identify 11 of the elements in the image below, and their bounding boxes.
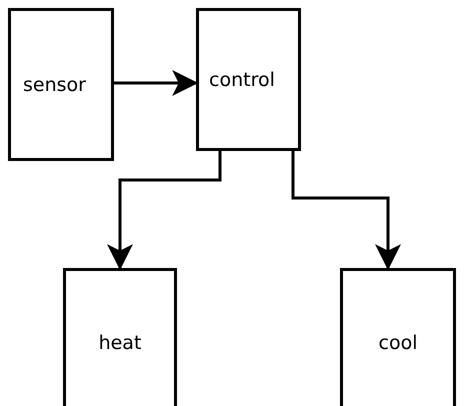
process-box	[340, 268, 456, 406]
arrow	[114, 70, 198, 96]
process-box	[8, 8, 114, 161]
node-label: cool	[378, 332, 418, 354]
process-box	[63, 268, 177, 406]
process-box	[196, 8, 301, 151]
node-label: heat	[98, 332, 142, 354]
arrow	[107, 151, 222, 270]
node-label: sensor	[23, 74, 86, 96]
node-label: control	[209, 68, 275, 90]
arrow	[292, 151, 401, 270]
